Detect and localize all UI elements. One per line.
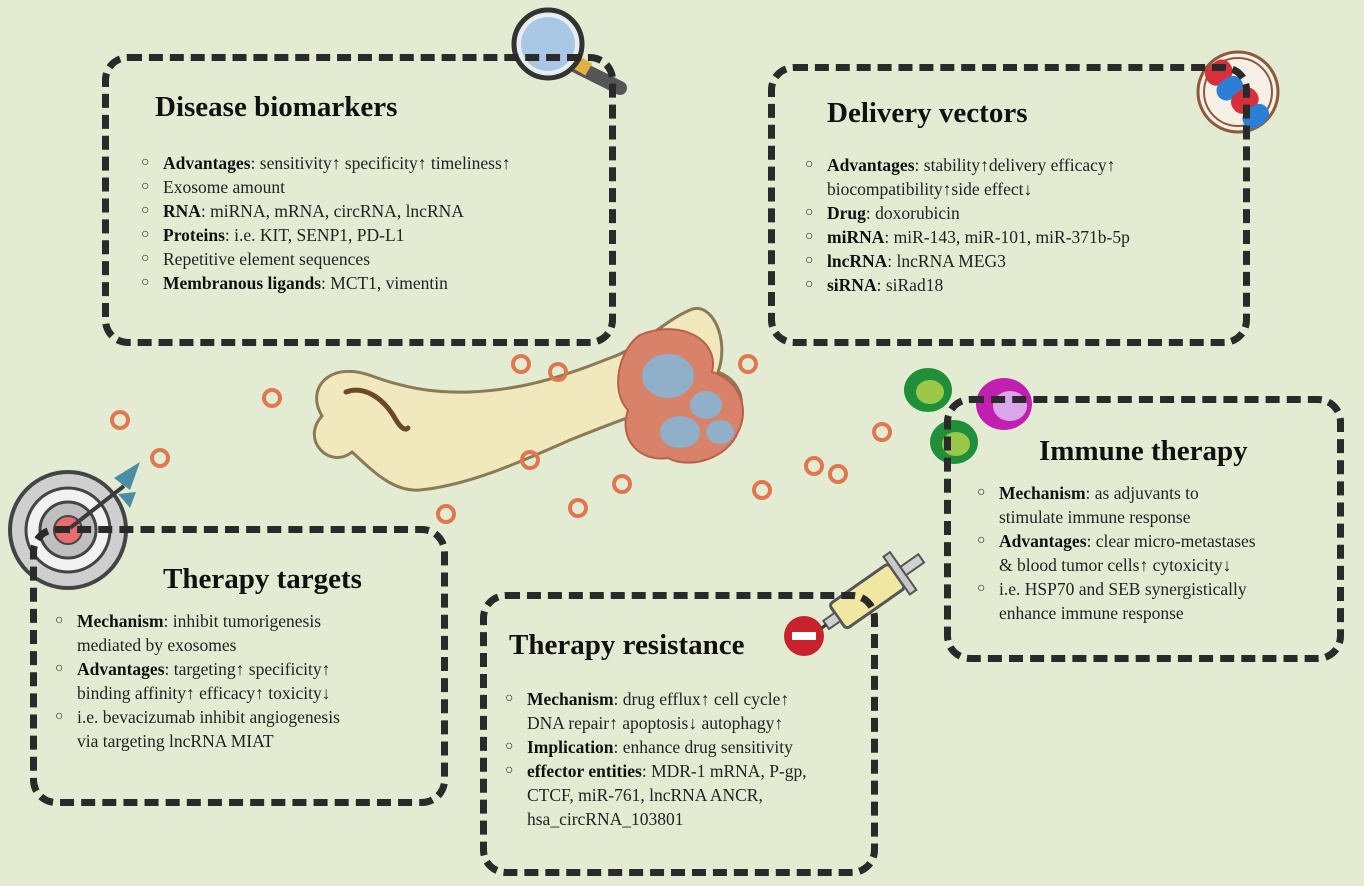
- list-item: Repetitive element sequences: [141, 247, 511, 271]
- list-item: miRNA: miR-143, miR-101, miR-371b-5p: [805, 225, 1130, 249]
- list-item: siRNA: siRad18: [805, 273, 1130, 297]
- list-item: Mechanism: drug efflux↑ cell cycle↑DNA r…: [505, 687, 807, 735]
- list-item: Mechanism: inhibit tumorigenesismediated…: [55, 609, 340, 657]
- panel-title: Immune therapy: [1039, 435, 1248, 467]
- panel-title: Disease biomarkers: [155, 91, 398, 123]
- no-entry-icon: [784, 616, 824, 656]
- tumor-icon: [617, 328, 744, 464]
- list-item: Implication: enhance drug sensitivity: [505, 735, 807, 759]
- list-item: Drug: doxorubicin: [805, 201, 1130, 225]
- panel-therapy-targets: Therapy targets Mechanism: inhibit tumor…: [30, 526, 448, 806]
- list-item: Advantages: clear micro-metastases& bloo…: [977, 529, 1256, 577]
- list-item: effector entities: MDR-1 mRNA, P-gp,CTCF…: [505, 759, 807, 831]
- list-item: Exosome amount: [141, 175, 511, 199]
- immune-cells-icon: [904, 368, 1032, 464]
- list-item: i.e. bevacizumab inhibit angiogenesis vi…: [55, 705, 340, 753]
- list-item: Advantages: targeting↑ specificity↑bindi…: [55, 657, 340, 705]
- list-item: Advantages: sensitivity↑ specificity↑ ti…: [141, 151, 511, 175]
- capsule-icon: [1196, 50, 1280, 134]
- exosome-icon: [110, 354, 892, 524]
- list-item: lncRNA: lncRNA MEG3: [805, 249, 1130, 273]
- item-list: Mechanism: drug efflux↑ cell cycle↑DNA r…: [505, 687, 807, 831]
- item-list: Advantages: stability↑delivery efficacy↑…: [805, 153, 1130, 297]
- panel-title: Delivery vectors: [827, 97, 1028, 129]
- list-item: Proteins: i.e. KIT, SENP1, PD-L1: [141, 223, 511, 247]
- panel-delivery-vectors: Delivery vectors Advantages: stability↑d…: [768, 64, 1250, 346]
- panel-therapy-resistance: Therapy resistance Mechanism: drug efflu…: [480, 592, 878, 876]
- item-list: Mechanism: inhibit tumorigenesismediated…: [55, 609, 340, 753]
- item-list: Advantages: sensitivity↑ specificity↑ ti…: [141, 151, 511, 295]
- panel-immune-therapy: Immune therapy Mechanism: as adjuvants t…: [944, 396, 1344, 662]
- panel-disease-biomarkers: Disease biomarkers Advantages: sensitivi…: [102, 54, 616, 346]
- list-item: i.e. HSP70 and SEB synergisticallyenhanc…: [977, 577, 1256, 625]
- list-item: Membranous ligands: MCT1, vimentin: [141, 271, 511, 295]
- panel-title: Therapy resistance: [509, 629, 745, 661]
- list-item: Advantages: stability↑delivery efficacy↑…: [805, 153, 1130, 201]
- panel-title: Therapy targets: [163, 563, 362, 595]
- list-item: RNA: miRNA, mRNA, circRNA, lncRNA: [141, 199, 511, 223]
